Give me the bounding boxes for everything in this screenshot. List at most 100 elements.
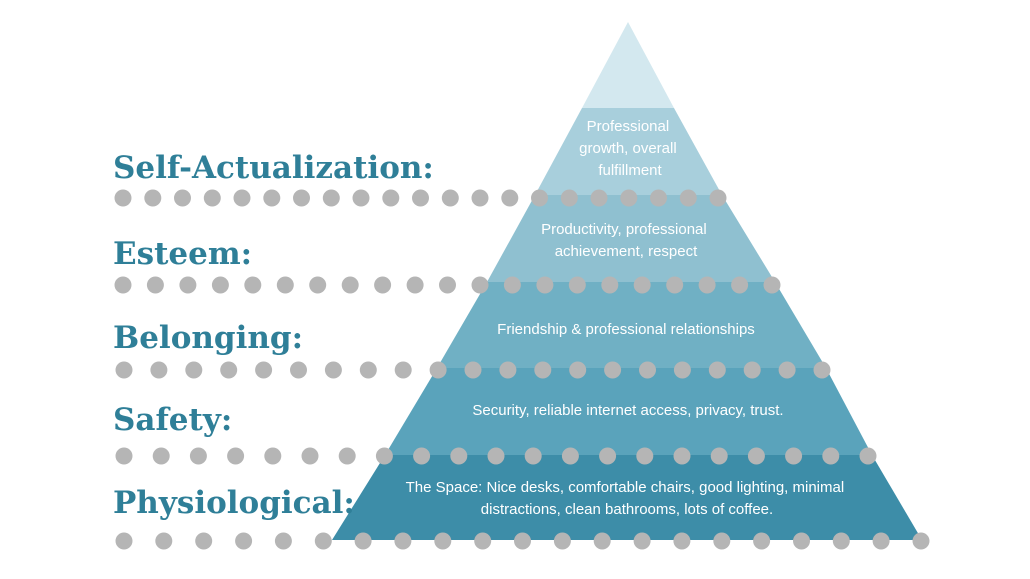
separator-dot <box>531 189 548 207</box>
separator-dot <box>314 532 332 550</box>
separator-dot <box>352 189 370 207</box>
separator-dot <box>235 532 253 550</box>
separator-dot <box>290 361 307 379</box>
separator-dot <box>679 189 697 207</box>
separator-dot <box>375 447 393 465</box>
dotted-separators <box>114 189 930 550</box>
separator-dot <box>220 361 238 379</box>
separator-dot <box>710 447 728 465</box>
separator-dot <box>255 361 273 379</box>
separator-dot <box>499 361 517 379</box>
separator-dot <box>713 532 731 550</box>
separator-dot <box>439 276 456 294</box>
separator-dot <box>822 447 840 465</box>
separator-dot <box>832 532 850 550</box>
separator-dot <box>747 447 765 465</box>
safety-line-1: Security, reliable internet access, priv… <box>472 402 783 419</box>
tier-esteem <box>487 195 775 282</box>
physiological-line-1: The Space: Nice desks, comfortable chair… <box>406 479 845 496</box>
label-safety: Safety: <box>113 402 232 438</box>
esteem-line-1: Productivity, professional <box>541 221 707 238</box>
separator-dot <box>633 532 651 550</box>
separator-dot <box>464 361 482 379</box>
separator-dot <box>276 276 294 294</box>
separator-dot <box>189 447 207 465</box>
separator-dot <box>471 189 489 207</box>
label-esteem: Esteem: <box>113 236 252 272</box>
separator-dot <box>174 189 191 207</box>
separator-dot <box>227 447 245 465</box>
separator-dot <box>698 276 716 294</box>
self-actualization-line-1: Professional <box>587 118 670 135</box>
label-self-actualization: Self-Actualization: <box>113 150 434 186</box>
separator-dot <box>650 189 667 207</box>
separator-dot <box>244 276 262 294</box>
separator-dot <box>203 189 221 207</box>
pyramid-apex <box>582 22 674 108</box>
separator-dot <box>434 532 452 550</box>
separator-dot <box>536 276 554 294</box>
separator-dot <box>639 361 656 379</box>
separator-dot <box>341 276 359 294</box>
separator-dot <box>561 447 579 465</box>
separator-dot <box>859 447 877 465</box>
svg-text:Security, reliable internet ac: Security, reliable internet access, priv… <box>472 402 783 419</box>
separator-dot <box>708 361 726 379</box>
separator-dot <box>763 276 781 294</box>
tier-physiological <box>332 455 922 540</box>
level-labels: Self-Actualization: Esteem: Belonging: S… <box>113 150 434 521</box>
tier-belonging <box>437 282 826 368</box>
separator-dot <box>274 532 292 550</box>
separator-dot <box>322 189 340 207</box>
separator-dot <box>471 276 489 294</box>
separator-dot <box>673 361 691 379</box>
separator-dot <box>155 532 173 550</box>
separator-dot <box>636 447 654 465</box>
separator-dot <box>593 532 611 550</box>
separator-dot <box>115 361 133 379</box>
separator-dot <box>195 532 213 550</box>
separator-dot <box>394 361 412 379</box>
pyramid <box>332 22 922 540</box>
separator-dot <box>150 361 168 379</box>
separator-dot <box>778 361 796 379</box>
separator-dot <box>301 447 319 465</box>
separator-dot <box>450 447 468 465</box>
separator-dot <box>560 189 578 207</box>
tier-self-actualization <box>535 108 722 195</box>
separator-dot <box>382 189 400 207</box>
separator-dot <box>359 361 377 379</box>
separator-dot <box>743 361 761 379</box>
separator-dot <box>115 532 133 550</box>
separator-dot <box>185 361 203 379</box>
separator-dot <box>293 189 310 207</box>
self-actualization-line-2: growth, overall <box>579 140 677 157</box>
separator-dot <box>394 532 412 550</box>
separator-dot <box>114 189 132 207</box>
separator-dot <box>553 532 571 550</box>
separator-dot <box>211 276 229 294</box>
separator-dot <box>785 447 803 465</box>
separator-dot <box>406 276 424 294</box>
separator-dot <box>324 361 342 379</box>
separator-dot <box>673 447 691 465</box>
separator-dot <box>666 276 684 294</box>
separator-dot <box>633 276 651 294</box>
tier-descriptions: Professional growth, overall fulfillment… <box>406 118 849 518</box>
svg-text:The Space: Nice desks, comfort: The Space: Nice desks, comfortable chair… <box>406 479 849 518</box>
separator-dot <box>179 276 197 294</box>
separator-dot <box>524 447 542 465</box>
separator-dot <box>569 361 587 379</box>
separator-dot <box>503 276 521 294</box>
separator-dot <box>338 447 356 465</box>
separator-dot <box>872 532 890 550</box>
belonging-line-1: Friendship & professional relationships <box>497 321 755 338</box>
separator-dot <box>731 276 749 294</box>
separator-dot <box>309 276 327 294</box>
separator-dot <box>599 447 617 465</box>
separator-dot <box>263 189 281 207</box>
separator-dot <box>144 189 162 207</box>
physiological-line-2: distractions, clean bathrooms, lots of c… <box>481 501 773 518</box>
label-physiological: Physiological: <box>113 485 355 521</box>
